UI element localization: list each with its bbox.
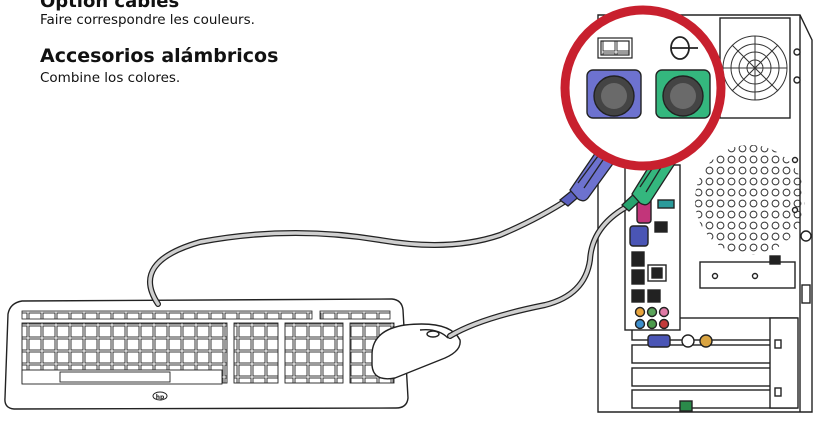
keyboard-icon [598,38,632,58]
port-callout [565,10,721,166]
mouse [372,324,460,379]
keyboard-port [587,70,641,118]
hp-logo: hp [156,394,165,401]
mouse-port [656,70,710,118]
psu-fan [723,36,787,100]
keyboard: hp [5,299,408,409]
